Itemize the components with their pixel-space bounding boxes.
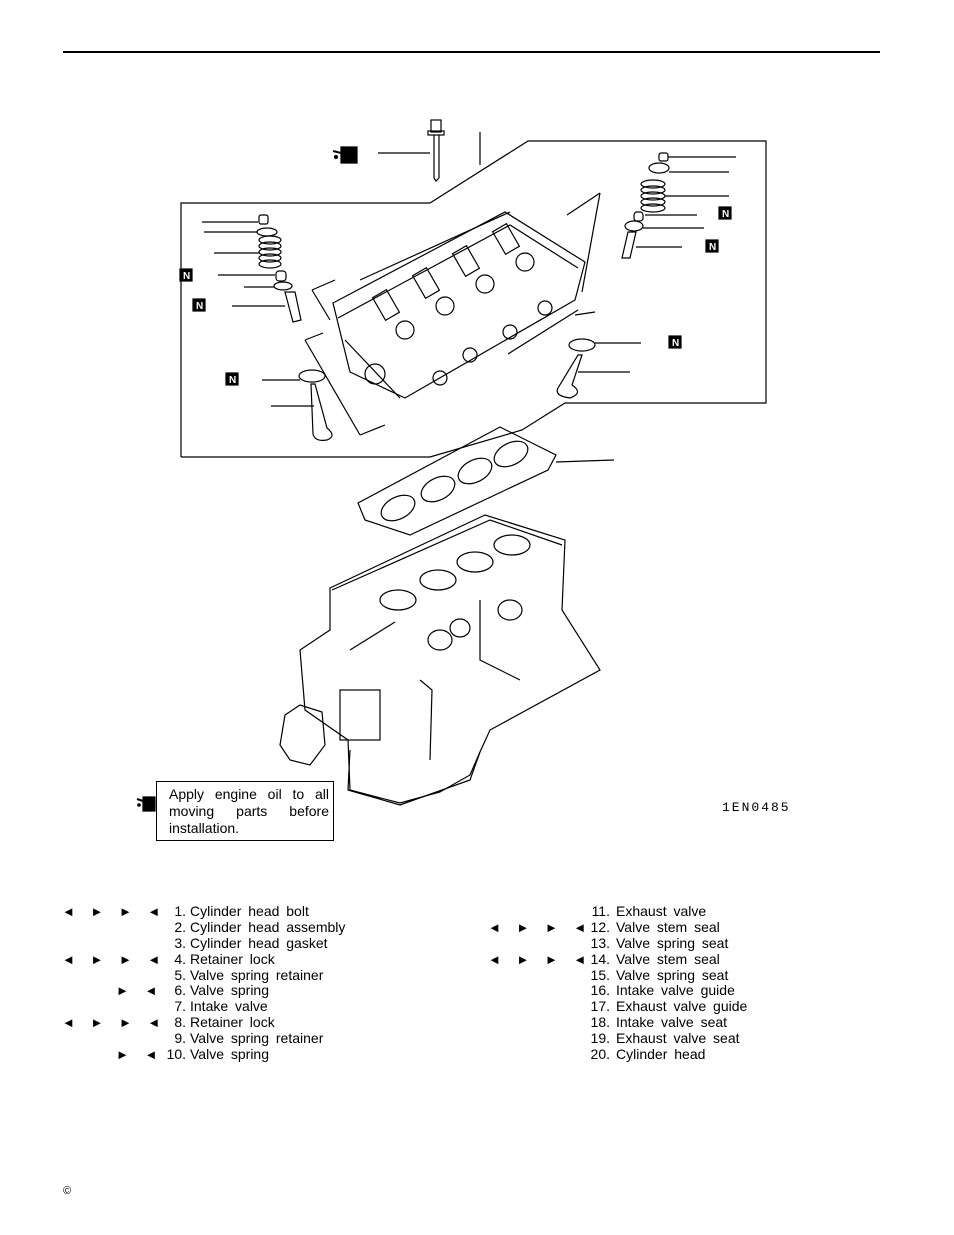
- legend-label: Cylinder head bolt: [190, 903, 309, 919]
- legend-number: 6.: [174, 982, 186, 999]
- figure-code: 1EN0485: [722, 800, 791, 815]
- legend-item: ► ◄ 10. Valve spring: [62, 1046, 382, 1063]
- legend-number: 8.: [174, 1014, 186, 1031]
- service-arrows: ◄ ► ► ◄: [488, 951, 593, 967]
- legend-item: 16. Intake valve guide: [488, 983, 808, 999]
- legend-label: Intake valve seat: [616, 1014, 728, 1031]
- svg-text:N: N: [183, 271, 190, 282]
- legend-number: 17.: [590, 998, 610, 1015]
- legend-number: 19.: [590, 1030, 610, 1047]
- legend-item: ◄ ► ► ◄ 4. Retainer lock: [62, 950, 382, 968]
- service-arrows: ► ◄: [116, 983, 164, 999]
- legend-label: Cylinder head gasket: [190, 934, 328, 951]
- legend-item: 11. Exhaust valve: [488, 903, 808, 920]
- legend-item: 20. Cylinder head: [488, 1046, 808, 1063]
- legend-label: Valve spring seat: [616, 966, 729, 983]
- legend-label: Valve spring: [190, 982, 270, 999]
- svg-text:N: N: [722, 209, 729, 220]
- assembly-frame: [180, 132, 767, 458]
- legend-item: 2. Cylinder head assembly: [62, 918, 382, 936]
- svg-text:N: N: [229, 375, 236, 386]
- note-box: Apply engine oil to all moving parts bef…: [156, 781, 334, 841]
- cylinder-head-gasket: [357, 426, 615, 536]
- svg-text:N: N: [196, 301, 203, 312]
- legend-number: 7.: [174, 998, 186, 1015]
- legend-number: 20.: [590, 1046, 610, 1063]
- service-arrows: ◄ ► ► ◄: [488, 919, 593, 935]
- cylinder-head: [304, 192, 601, 436]
- legend-number: 13.: [590, 934, 610, 951]
- exhaust-valve-train: [556, 152, 736, 399]
- legend-label: Valve spring retainer: [190, 1030, 324, 1047]
- intake-valve-train: [202, 214, 333, 441]
- legend-item: 7. Intake valve: [62, 998, 382, 1015]
- service-arrows: ► ◄: [116, 1047, 164, 1063]
- oil-can-note-icon: [136, 796, 156, 812]
- legend-number: 11.: [591, 903, 610, 919]
- svg-text:N: N: [672, 338, 679, 349]
- engine-block: [279, 514, 601, 806]
- service-arrows: ◄ ► ► ◄: [62, 951, 167, 967]
- legend-item: 19. Exhaust valve seat: [488, 1030, 808, 1047]
- legend-label: Cylinder head: [616, 1046, 706, 1063]
- legend-number: 4.: [174, 950, 186, 967]
- legend-label: Intake valve: [190, 998, 268, 1015]
- legend-item: 5. Valve spring retainer: [62, 966, 382, 984]
- legend-label: Intake valve guide: [616, 982, 735, 999]
- legend-number: 1.: [174, 903, 186, 919]
- legend-item: 15. Valve spring seat: [488, 966, 808, 984]
- legend-number: 18.: [590, 1014, 610, 1031]
- legend-label: Valve spring retainer: [190, 966, 324, 983]
- legend-label: Retainer lock: [190, 950, 275, 967]
- legend-item: 9. Valve spring retainer: [62, 1030, 382, 1047]
- legend-item: ◄ ► ► ◄ 12. Valve stem seal: [488, 918, 808, 936]
- legend-number: 5.: [174, 966, 186, 983]
- legend-label: Cylinder head assembly: [190, 918, 346, 935]
- legend-item: ◄ ► ► ◄ 14. Valve stem seal: [488, 950, 808, 968]
- legend-label: Valve spring: [190, 1046, 270, 1063]
- legend-item: ◄ ► ► ◄ 1. Cylinder head bolt: [62, 903, 382, 920]
- legend-label: Exhaust valve seat: [616, 1030, 740, 1047]
- legend-right: 11. Exhaust valve ◄ ► ► ◄ 12. Valve stem…: [488, 903, 808, 1063]
- legend-number: 10.: [166, 1046, 186, 1063]
- legend-label: Retainer lock: [190, 1014, 275, 1031]
- legend-label: Valve stem seal: [616, 918, 720, 935]
- cylinder-head-bolt: [427, 119, 445, 182]
- n-badges: N N N N N N: [179, 206, 732, 386]
- legend-item: 17. Exhaust valve guide: [488, 998, 808, 1015]
- legend-item: 13. Valve spring seat: [488, 934, 808, 952]
- legend-label: Exhaust valve: [616, 903, 707, 919]
- oil-can-icon: [332, 146, 358, 164]
- legend-item: ◄ ► ► ◄ 8. Retainer lock: [62, 1014, 382, 1031]
- legend-item: 18. Intake valve seat: [488, 1014, 808, 1031]
- legend-label: Valve stem seal: [616, 950, 720, 967]
- legend-number: 16.: [590, 982, 610, 999]
- svg-text:N: N: [709, 242, 716, 253]
- service-arrows: ◄ ► ► ◄: [62, 1015, 167, 1031]
- legend-left: ◄ ► ► ◄ 1. Cylinder head bolt 2. Cylinde…: [62, 903, 382, 1063]
- legend-item: ► ◄ 6. Valve spring: [62, 983, 382, 999]
- legend-number: 14.: [590, 950, 610, 967]
- header-rule: [63, 51, 880, 53]
- note-text: Apply engine oil to all moving parts bef…: [169, 786, 329, 836]
- legend-number: 15.: [590, 966, 610, 983]
- legend-number: 3.: [174, 934, 186, 951]
- legend-number: 9.: [174, 1030, 186, 1047]
- copyright-symbol: ©: [63, 1185, 72, 1197]
- legend-label: Exhaust valve guide: [616, 998, 748, 1015]
- legend-item: 3. Cylinder head gasket: [62, 934, 382, 952]
- legend-number: 2.: [174, 918, 186, 935]
- service-arrows: ◄ ► ► ◄: [62, 904, 167, 919]
- legend-label: Valve spring seat: [616, 934, 729, 951]
- legend-number: 12.: [590, 918, 610, 935]
